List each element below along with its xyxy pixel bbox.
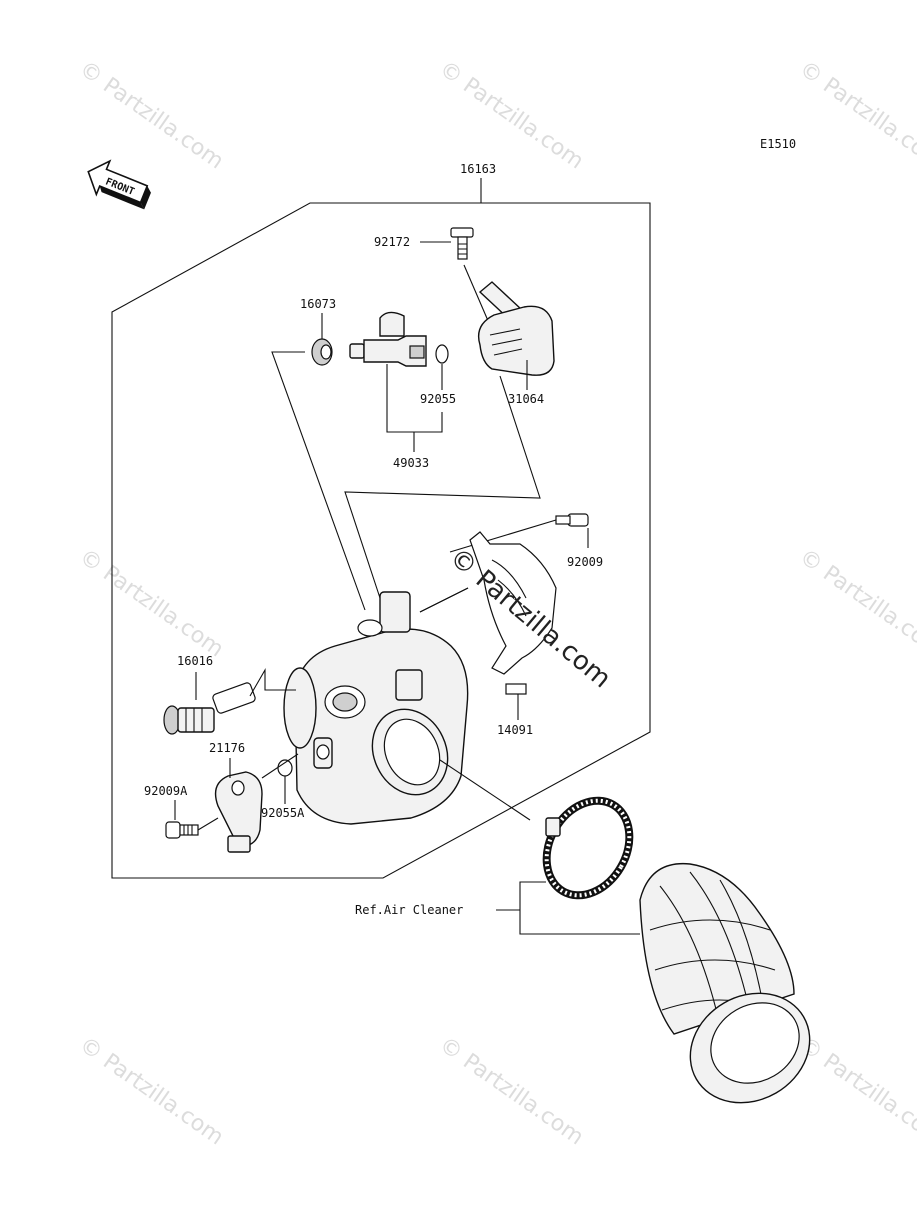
valve-16016 [163, 682, 256, 735]
throttle-body [283, 591, 469, 825]
intake-duct [639, 862, 811, 1104]
guide-line-seal [271, 351, 366, 611]
watermark: © Partzilla.com [795, 1032, 917, 1150]
guide-line-16016 [249, 667, 296, 697]
guide-line-sensor [344, 375, 541, 599]
guide-line-clamp [439, 759, 531, 821]
part-label-21176[interactable]: 21176 [209, 741, 245, 755]
watermark: © Partzilla.com [435, 56, 588, 174]
part-label-92172[interactable]: 92172 [374, 235, 410, 249]
watermark: © Partzilla.com [435, 1032, 588, 1150]
watermark: © Partzilla.com [795, 544, 917, 662]
oring-92055 [435, 344, 449, 364]
screw-92009 [555, 513, 589, 527]
part-label-92009[interactable]: 92009 [567, 555, 603, 569]
front-arrow-icon: FRONT [87, 159, 151, 210]
injector-49033 [349, 311, 427, 367]
part-label-92055A[interactable]: 92055A [261, 806, 305, 820]
part-label-16016[interactable]: 16016 [177, 654, 213, 668]
watermark: © Partzilla.com [75, 1032, 228, 1150]
bolt-92172 [450, 227, 474, 260]
sensor-21176 [214, 771, 263, 853]
guide-line-92055A [261, 753, 299, 779]
guide-line-body [419, 587, 469, 613]
assembly-outline [111, 202, 651, 879]
watermark: © Partzilla.com [795, 56, 917, 174]
diagram-code: E1510 [760, 137, 796, 151]
part-label-92055[interactable]: 92055 [420, 392, 456, 406]
ref-air-cleaner-label[interactable]: Ref.Air Cleaner [355, 903, 463, 917]
part-label-16163[interactable]: 16163 [460, 162, 496, 176]
part-label-16073[interactable]: 16073 [300, 297, 336, 311]
bracket-air-cleaner [519, 881, 640, 935]
sensor-31064 [477, 281, 555, 376]
hose-clamp [542, 796, 634, 900]
seal-16073 [311, 338, 333, 366]
bolt-92009A [165, 821, 199, 839]
guide-line-92009 [449, 519, 557, 553]
part-label-92009A[interactable]: 92009A [144, 784, 188, 798]
part-label-14091[interactable]: 14091 [497, 723, 533, 737]
watermark: © Partzilla.com [75, 56, 228, 174]
watermark: © Partzilla.com [75, 544, 228, 662]
guide-line-92009A [197, 817, 219, 831]
bracket-14091 [469, 531, 557, 695]
part-label-49033[interactable]: 49033 [393, 456, 429, 470]
part-label-31064[interactable]: 31064 [508, 392, 544, 406]
